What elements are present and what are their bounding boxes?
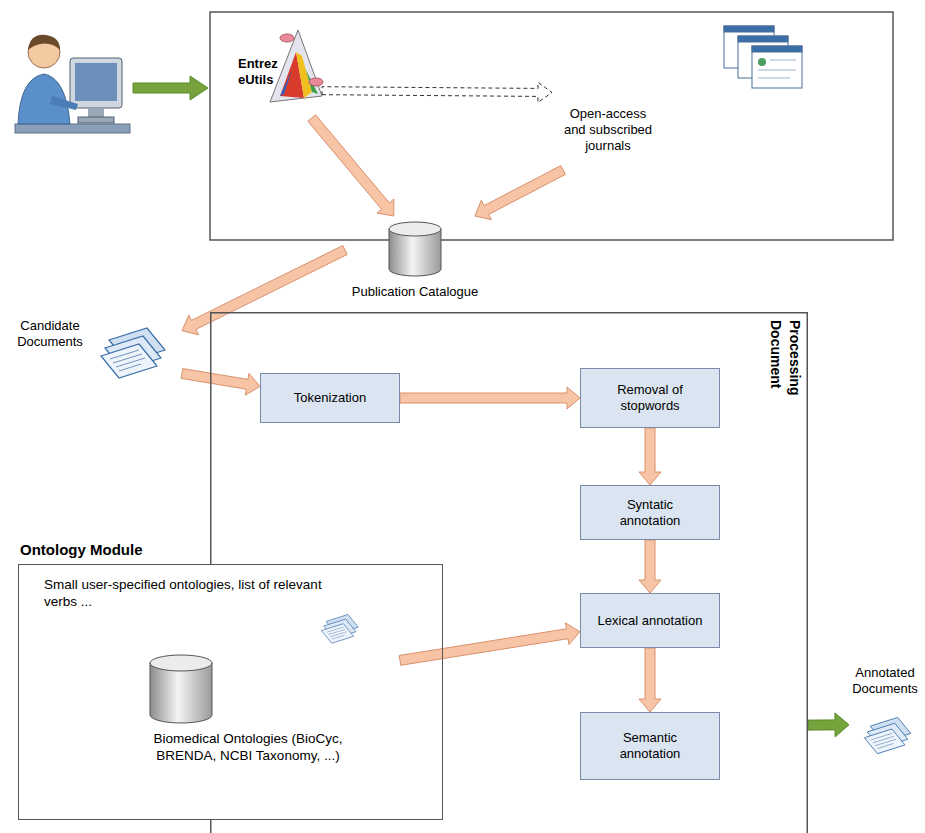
database-cylinder bbox=[389, 222, 441, 276]
document-node: Annotated Documents bbox=[849, 663, 921, 773]
box-label: Lexical annotation bbox=[598, 613, 703, 629]
node-label: Open-access and subscribed journals bbox=[558, 106, 658, 154]
frame-title: Document Processing bbox=[766, 320, 804, 430]
flow-arrow bbox=[399, 623, 580, 665]
node-label: Entrez eUtils bbox=[238, 56, 288, 88]
ontology-list: Small user-specified ontologies, list of… bbox=[40, 572, 370, 652]
document-stack bbox=[101, 328, 165, 378]
node-label: Biomedical Ontologies (BioCyc, BRENDA, N… bbox=[98, 730, 398, 764]
dashed-arrow bbox=[322, 82, 552, 102]
entrez-prism bbox=[270, 30, 323, 102]
flow-arrow bbox=[808, 713, 849, 737]
node-label: Small user-specified ontologies, list of… bbox=[44, 576, 344, 610]
database-node: Biomedical Ontologies (BioCyc, BRENDA, N… bbox=[98, 650, 400, 778]
document-stack bbox=[864, 717, 910, 753]
process-box: Tokenization bbox=[260, 373, 400, 423]
process-box: Removal of stopwords bbox=[580, 368, 720, 428]
box-label: Syntatic annotation bbox=[597, 497, 703, 529]
node-label: Candidate Documents bbox=[8, 318, 92, 350]
journal-windows bbox=[724, 26, 802, 88]
flow-arrow bbox=[400, 387, 580, 409]
process-box: Lexical annotation bbox=[580, 593, 720, 648]
box-label: Tokenization bbox=[294, 390, 366, 406]
flow-arrow bbox=[308, 115, 394, 216]
document-node: Candidate Documents bbox=[6, 316, 182, 394]
flow-arrow bbox=[181, 369, 260, 396]
node-label: Publication Catalogue bbox=[345, 284, 485, 300]
box-label: Semantic annotation bbox=[597, 730, 703, 762]
node-label: Ontology Module bbox=[20, 540, 142, 559]
database-node: Publication Catalogue bbox=[345, 216, 487, 306]
node-label: Annotated Documents bbox=[849, 665, 921, 697]
box-label: Removal of stopwords bbox=[597, 382, 703, 414]
document-stack bbox=[321, 614, 358, 643]
flow-arrow bbox=[639, 428, 661, 485]
process-box: Semantic annotation bbox=[580, 712, 720, 780]
ontology-module: Ontology ModuleSmall user-specified onto… bbox=[18, 538, 443, 820]
flow-arrow bbox=[639, 540, 661, 593]
flow-arrow bbox=[182, 246, 347, 335]
flow-arrow bbox=[639, 648, 661, 712]
process-box: Syntatic annotation bbox=[580, 485, 720, 540]
database-cylinder bbox=[150, 655, 212, 723]
journal-source: Open-access and subscribed journals bbox=[552, 20, 807, 170]
service-icon: Entrez eUtils bbox=[236, 26, 322, 118]
user-icon bbox=[15, 35, 130, 133]
flow-arrow bbox=[475, 166, 566, 220]
user-arrow bbox=[133, 76, 208, 100]
retrieval-frame bbox=[210, 12, 893, 240]
